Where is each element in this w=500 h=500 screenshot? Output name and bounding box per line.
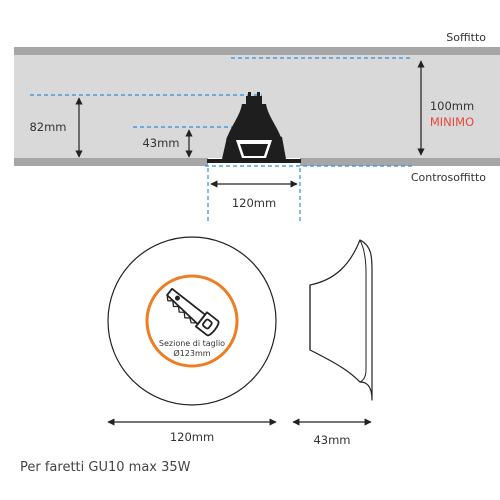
bulb-reflector	[226, 104, 282, 140]
gu10-bulb-icon	[207, 92, 301, 163]
saw-label-line1: Sezione di taglio	[159, 339, 225, 348]
reference-lines	[30, 57, 413, 222]
hand-saw-icon	[166, 287, 220, 337]
label-100mm: 100mm	[430, 99, 474, 113]
label-43mm-bottom: 43mm	[313, 433, 350, 447]
bulb-inner-shade	[240, 144, 268, 156]
label-120mm-bottom: 120mm	[170, 430, 214, 444]
side-view	[309, 239, 373, 401]
label-43mm: 43mm	[142, 136, 179, 150]
soffitto-label: Soffitto	[446, 31, 486, 44]
label-120mm-top: 120mm	[232, 196, 276, 210]
saw-label-line2: Ø123mm	[173, 348, 210, 358]
label-82mm: 82mm	[29, 120, 66, 134]
controsoffitto-label: Controsoffitto	[411, 171, 486, 184]
side-view-rim	[359, 239, 367, 383]
footer-caption: Per faretti GU10 max 35W	[20, 460, 191, 475]
dimension-arrows-top	[75, 60, 425, 188]
bulb-pin-right	[257, 92, 260, 97]
front-view: Sezione di taglio Ø123mm	[107, 236, 277, 406]
bulb-pin-left	[248, 92, 251, 97]
ceiling-band	[14, 47, 500, 55]
side-view-profile	[309, 239, 373, 401]
bulb-base	[246, 96, 262, 105]
label-minimo: MINIMO	[430, 115, 474, 129]
